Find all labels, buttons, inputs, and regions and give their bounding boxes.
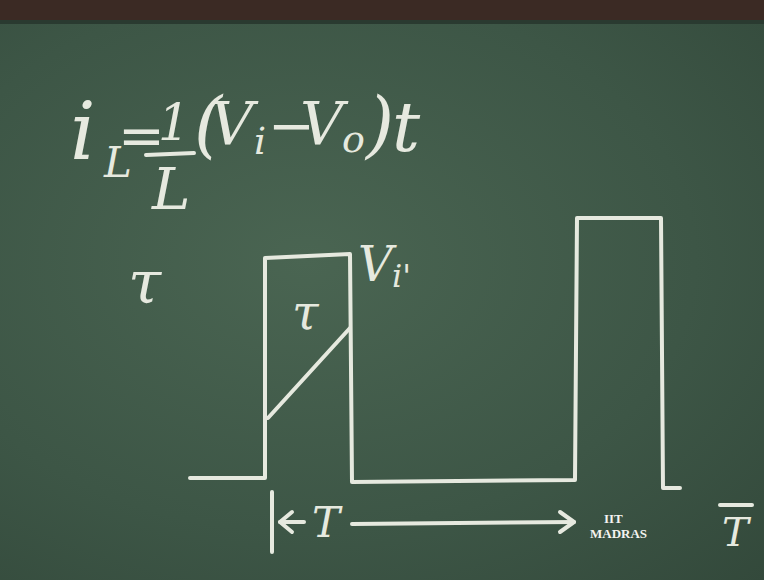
pulse-waveform (190, 218, 680, 488)
period-tick (270, 492, 274, 552)
arrowhead-right (560, 512, 574, 532)
voltage-symbol: V (300, 94, 343, 154)
equals-sign: = (118, 108, 165, 164)
arrowhead-left (280, 512, 292, 532)
voltage-symbol: V (210, 94, 253, 154)
watermark: IIT (604, 512, 623, 525)
parenthesis: ) (366, 88, 394, 160)
frame-shadow (0, 20, 764, 24)
time-symbol: t (392, 92, 420, 162)
denominator: L (152, 160, 191, 218)
period-arrow-right (352, 522, 574, 524)
board-frame (0, 0, 764, 20)
subscript: i' (392, 260, 411, 292)
tau-symbol: τ (128, 252, 161, 312)
numerator: 1 (158, 98, 190, 148)
period-label: T (312, 502, 340, 544)
tau-symbol: τ (292, 288, 319, 336)
subscript: i (254, 122, 266, 160)
voltage-symbol: V (358, 240, 393, 288)
period-label: T (722, 512, 749, 552)
current-ramp (268, 328, 350, 418)
subscript: o (342, 120, 365, 158)
watermark: MADRAS (590, 527, 647, 540)
current-symbol: i (70, 92, 96, 172)
overbar (720, 503, 752, 507)
